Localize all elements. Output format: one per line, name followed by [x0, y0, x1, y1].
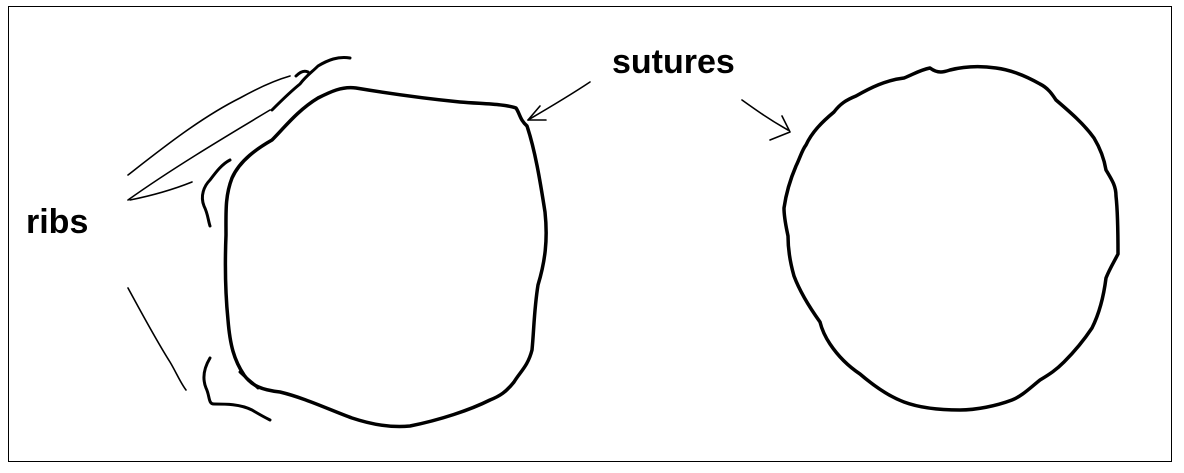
sutures-arrowhead-right — [770, 116, 790, 140]
sutures-arrow-left — [528, 82, 590, 120]
square-section-outline — [225, 88, 546, 427]
ribs-pointer-mid — [130, 182, 192, 200]
ribs-pointer-top — [128, 76, 290, 175]
sutures-arrow-right — [742, 100, 788, 130]
ribs-label: ribs — [26, 205, 88, 239]
sutures-arrowhead-left — [528, 106, 546, 120]
ribs-pointer-bottom — [128, 288, 186, 390]
sutures-label: sutures — [612, 45, 735, 79]
rib-fragment-lower-2 — [240, 372, 258, 388]
round-section-outline — [784, 67, 1118, 410]
